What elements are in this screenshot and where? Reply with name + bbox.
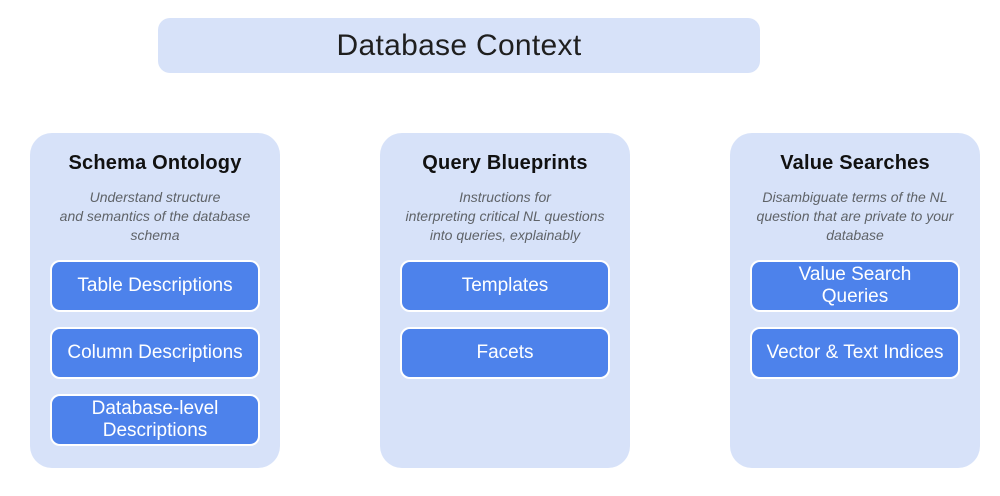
card-description: Disambiguate terms of the NL question th… — [756, 189, 954, 243]
card-title: Query Blueprints — [422, 152, 588, 174]
column-descriptions-button[interactable]: Column Descriptions — [50, 327, 260, 379]
card-description: Understand structure and semantics of th… — [59, 189, 251, 243]
diagram-title-banner: Database Context — [158, 18, 760, 73]
value-search-queries-button[interactable]: Value Search Queries — [750, 260, 960, 312]
database-level-descriptions-button[interactable]: Database-level Descriptions — [50, 394, 260, 446]
table-descriptions-button[interactable]: Table Descriptions — [50, 260, 260, 312]
templates-button[interactable]: Templates — [400, 260, 610, 312]
card-title: Schema Ontology — [68, 152, 242, 174]
card-title: Value Searches — [780, 152, 930, 174]
card-query-blueprints: Query Blueprints Instructions for interp… — [380, 133, 630, 468]
diagram-title: Database Context — [336, 28, 582, 62]
card-description: Instructions for interpreting critical N… — [405, 189, 605, 243]
facets-button[interactable]: Facets — [400, 327, 610, 379]
vector-text-indices-button[interactable]: Vector & Text Indices — [750, 327, 960, 379]
card-schema-ontology: Schema Ontology Understand structure and… — [30, 133, 280, 468]
card-value-searches: Value Searches Disambiguate terms of the… — [730, 133, 980, 468]
